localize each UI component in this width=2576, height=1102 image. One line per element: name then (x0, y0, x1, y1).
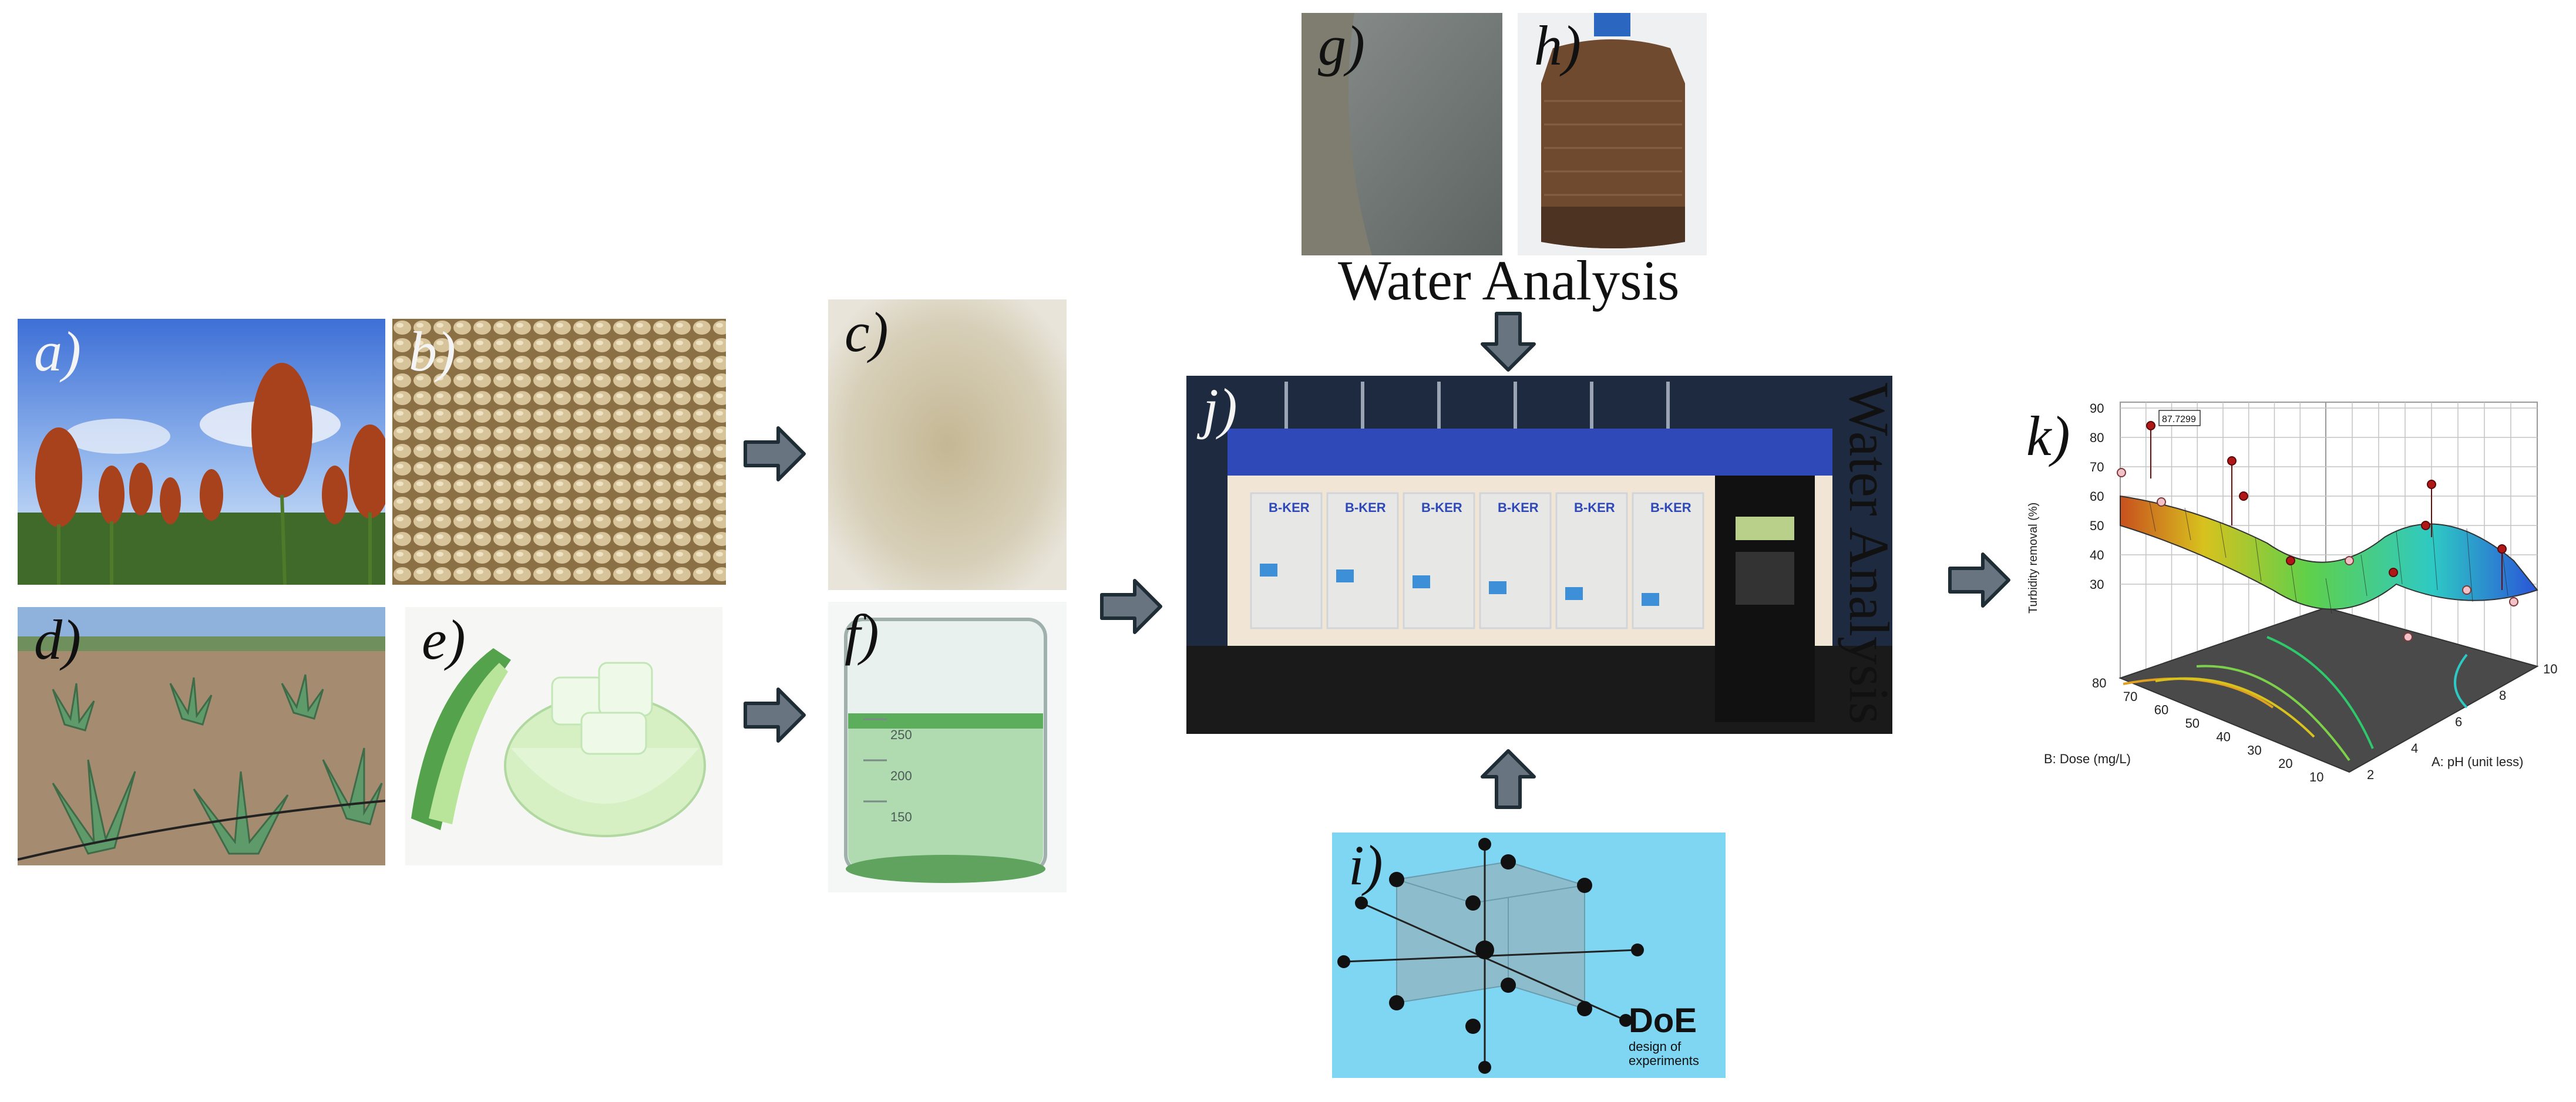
floor-contour-plane (2118, 606, 2539, 773)
z-tick-label: 80 (2090, 430, 2104, 445)
panel-label-h: h) (1534, 14, 1581, 77)
panel-d-aloe-field: d) (18, 607, 385, 865)
water-analysis-side-caption: Water Analysis (1838, 383, 1901, 724)
doe-subtitle-line1: design of (1629, 1039, 1682, 1054)
contour-line-5 (2454, 653, 2468, 709)
x-tick-label: 10 (2543, 662, 2557, 676)
y-axis-label: B: Dose (mg/L) (2044, 751, 2131, 766)
panel-label-d: d) (34, 608, 81, 671)
x-tick-label: 2 (2367, 767, 2374, 782)
jar-label-1: B-KER (1269, 500, 1310, 515)
design-points (2146, 421, 2507, 577)
z-tick-label: 50 (2090, 518, 2104, 533)
aloe-field-image (18, 607, 385, 865)
beaker-mark-200: 200 (890, 769, 912, 783)
jar-label-6: B-KER (1650, 500, 1691, 515)
response-surface-chart: 90 80 70 60 50 40 30 2 4 6 8 10 80 70 60 50 40 30 20 10 8… (2027, 401, 2557, 784)
grains-image (392, 319, 726, 585)
contour-line-2 (2155, 677, 2315, 738)
right-arrow-icon (744, 426, 806, 481)
arrow-ab-to-c (743, 426, 806, 482)
y-tick-label: 40 (2216, 729, 2230, 744)
sorghum-field-image (18, 319, 385, 585)
beaker-image (828, 602, 1067, 892)
y-tick-label: 30 (2247, 743, 2261, 757)
contour-line-1 (2123, 678, 2274, 709)
panel-label-k: k) (2026, 405, 2070, 467)
panel-b-sorghum-grains: b) (392, 319, 726, 585)
jar-label-4: B-KER (1498, 500, 1539, 515)
contour-line-4 (2266, 636, 2374, 749)
y-tick-label: 60 (2154, 703, 2168, 717)
arrow-j-to-k (1948, 552, 2011, 608)
water-analysis-top-caption: Water Analysis (1338, 249, 1680, 312)
jar-label-3: B-KER (1421, 500, 1462, 515)
arrow-water-analysis-down (1480, 311, 1536, 372)
panel-e-aloe-gel: e) (405, 607, 722, 865)
y-tick-label: 50 (2185, 716, 2200, 731)
annotation-box (2158, 410, 2201, 426)
right-arrow-icon (1948, 552, 2010, 608)
annotation-value: 87.7299 (2162, 414, 2196, 424)
panel-g-river-water: g) (1302, 13, 1502, 255)
contour-line-3 (2196, 665, 2350, 761)
panel-c-powder: c) (828, 299, 1067, 590)
panel-h-turbid-bottle: h) (1518, 13, 1707, 255)
beaker-mark-150: 150 (890, 810, 912, 824)
panel-label-i: i) (1348, 834, 1383, 897)
y-tick-label: 80 (2092, 676, 2106, 690)
panel-k-response-surface: 90 80 70 60 50 40 30 2 4 6 8 10 80 70 60 50 40 30 20 10 8… (2020, 390, 2567, 790)
doe-subtitle-line2: experiments (1629, 1053, 1699, 1068)
aloe-gel-image (405, 607, 722, 865)
panel-label-f: f) (845, 603, 879, 666)
z-tick-label: 90 (2090, 401, 2104, 416)
y-tick-label: 10 (2309, 770, 2323, 784)
x-ticks: 2 4 6 8 10 (2367, 662, 2557, 782)
panel-label-j: j) (1203, 377, 1237, 440)
right-arrow-icon (744, 688, 806, 743)
doe-title: DoE (1629, 1002, 1697, 1040)
y-tick-label: 70 (2123, 689, 2137, 704)
x-tick-label: 8 (2499, 688, 2506, 703)
river-water-image (1302, 13, 1502, 255)
z-tick-label: 30 (2090, 577, 2104, 592)
design-points-below (2117, 468, 2518, 642)
jar-label-2: B-KER (1345, 500, 1386, 515)
right-arrow-icon (1100, 579, 1162, 634)
jar-tester-image (1186, 376, 1892, 734)
turbid-bottle-image (1518, 13, 1707, 255)
arrow-de-to-f (743, 687, 806, 743)
down-arrow-icon (1481, 312, 1536, 372)
doe-cube-diagram (1337, 838, 1644, 1074)
arrow-cf-to-j (1099, 578, 1163, 635)
response-surface-mesh (2120, 495, 2538, 610)
z-axis-label: Turbidity removal (%) (2027, 503, 2040, 614)
x-axis-label: A: pH (unit less) (2432, 754, 2524, 769)
z-tick-label: 40 (2090, 548, 2104, 562)
panel-label-b: b) (409, 320, 456, 383)
z-ticks: 90 80 70 60 50 40 30 (2090, 401, 2104, 592)
y-tick-label: 20 (2278, 756, 2292, 771)
panel-label-e: e) (422, 608, 466, 671)
z-tick-label: 70 (2090, 460, 2104, 474)
z-tick-label: 60 (2090, 489, 2104, 504)
panel-i-doe: i) DoE design of experiments (1332, 833, 1726, 1078)
x-tick-label: 6 (2455, 715, 2462, 729)
panel-label-a: a) (34, 320, 81, 383)
powder-image (828, 299, 1067, 590)
x-tick-label: 4 (2411, 741, 2418, 756)
up-arrow-icon (1481, 749, 1536, 809)
y-ticks: 80 70 60 50 40 30 20 10 (2092, 676, 2323, 784)
panel-a-sorghum-field: a) (18, 319, 385, 585)
panel-j-jar-tester: j) B-KER B-KER B-KER B-KER B-KER B-KER (1186, 376, 1892, 734)
panel-f-beaker: f) 250 200 150 (828, 602, 1067, 892)
beaker-mark-250: 250 (890, 727, 912, 742)
panel-label-g: g) (1318, 14, 1365, 77)
jar-label-5: B-KER (1574, 500, 1615, 515)
panel-label-c: c) (845, 301, 889, 363)
arrow-doe-up (1480, 749, 1536, 810)
